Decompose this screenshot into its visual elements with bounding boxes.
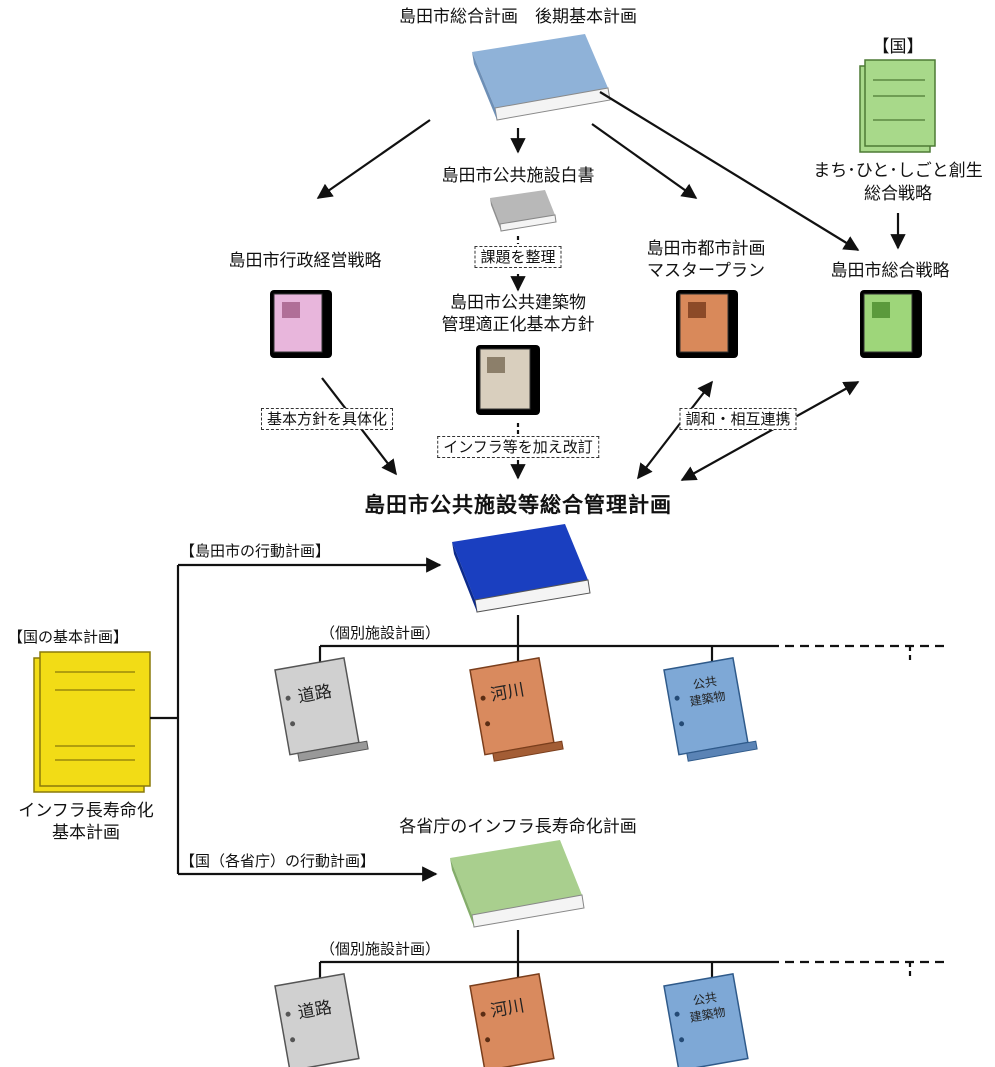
main-plan-title: 島田市公共施設等総合管理計画 bbox=[364, 493, 672, 517]
infra-basic-plan-document-icon bbox=[33, 651, 151, 793]
white-paper-book-icon bbox=[490, 190, 557, 232]
public-binder-2-label-line2: 建築物 bbox=[689, 1004, 727, 1025]
arrow-main-urban-bidirectional bbox=[637, 380, 713, 480]
road-binder-1-icon: 道路 bbox=[274, 656, 369, 762]
top-plan-title: 島田市総合計画 後期基本計画 bbox=[399, 7, 637, 27]
revise-box: インフラ等を加え改訂 bbox=[437, 436, 599, 458]
building-policy-line2: 管理適正化基本方針 bbox=[441, 315, 595, 335]
arrow-to-admin-strategy bbox=[316, 119, 431, 199]
public-building-binder-1-icon: 公共 建築物 bbox=[663, 656, 758, 762]
concretize-box: 基本方針を具体化 bbox=[260, 408, 394, 430]
harmony-box: 調和・相互連携 bbox=[679, 408, 797, 430]
infra-basic-line2: 基本計画 bbox=[52, 823, 120, 843]
arrow-main-city-bidirectional bbox=[680, 381, 860, 481]
issues-box: 課題を整理 bbox=[474, 246, 562, 268]
admin-strategy-binder-icon bbox=[270, 290, 332, 358]
building-policy-line1: 島田市公共建築物 bbox=[450, 293, 586, 313]
city-strategy-binder-icon bbox=[860, 290, 922, 358]
public-binder-1-label-line2: 建築物 bbox=[689, 688, 727, 709]
infra-basic-line1: インフラ長寿命化 bbox=[18, 801, 154, 821]
city-action-plan-label: 【島田市の行動計画】 bbox=[180, 542, 331, 560]
national-strategy-line2: 総合戦略 bbox=[864, 184, 932, 204]
river-binder-1-icon: 河川 bbox=[469, 656, 564, 762]
individual-plans-label-2: （個別施設計画） bbox=[320, 940, 441, 958]
tree-lines bbox=[150, 557, 950, 986]
building-policy-binder-icon bbox=[476, 345, 540, 415]
urban-plan-line1: 島田市都市計画 bbox=[646, 239, 766, 259]
national-strategy-line1: まち･ひと･しごと創生 bbox=[813, 161, 983, 181]
admin-strategy-label: 島田市行政経営戦略 bbox=[228, 251, 382, 271]
urban-plan-line2: マスタープラン bbox=[647, 261, 765, 281]
public-binder-1-label-line1: 公共 bbox=[692, 674, 718, 692]
national-action-plan-label: 【国（各省庁）の行動計画】 bbox=[180, 852, 376, 870]
arrow-to-city-strategy-from-top bbox=[599, 91, 860, 251]
road-binder-2-icon: 道路 bbox=[274, 972, 360, 1067]
ministry-plan-title: 各省庁のインフラ長寿命化計画 bbox=[399, 817, 637, 837]
city-strategy-label: 島田市総合戦略 bbox=[830, 261, 950, 281]
main-plan-book-icon bbox=[452, 524, 591, 613]
top-plan-book-icon bbox=[472, 34, 611, 121]
connector-arrows bbox=[316, 91, 906, 481]
national-basic-tag: 【国の基本計画】 bbox=[8, 628, 129, 646]
national-strategy-document-icon bbox=[859, 59, 936, 153]
national-tag: 【国】 bbox=[872, 37, 924, 57]
white-paper-label: 島田市公共施設白書 bbox=[441, 166, 595, 186]
ministry-plan-book-icon bbox=[450, 840, 585, 928]
urban-plan-binder-icon bbox=[676, 290, 738, 358]
river-binder-2-icon: 河川 bbox=[469, 972, 555, 1067]
individual-plans-label-1: （個別施設計画） bbox=[320, 624, 441, 642]
public-binder-2-label-line1: 公共 bbox=[692, 990, 718, 1008]
arrow-to-urban-plan bbox=[591, 123, 698, 199]
public-building-binder-2-icon: 公共 建築物 bbox=[663, 972, 749, 1067]
